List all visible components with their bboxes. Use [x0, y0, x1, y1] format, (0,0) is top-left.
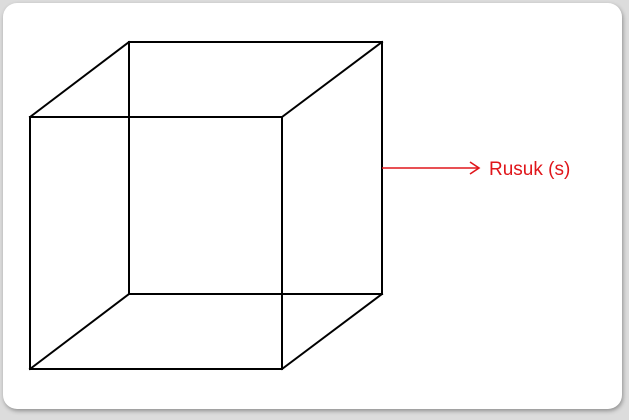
cube-edge-top-left [28, 40, 131, 119]
cube-edge-top-right [280, 40, 384, 119]
edge-annotation: Rusuk (s) [382, 159, 570, 180]
cube-front-face [29, 116, 283, 370]
cube-edge-bottom-right [280, 292, 384, 371]
edge-label: Rusuk (s) [489, 159, 570, 180]
annotation-arrow-head-icon [469, 161, 481, 175]
diagram-card [3, 3, 622, 409]
cube-back-face [128, 41, 383, 295]
cube-wireframe [28, 40, 384, 371]
cube-edge-bottom-left [28, 292, 131, 371]
